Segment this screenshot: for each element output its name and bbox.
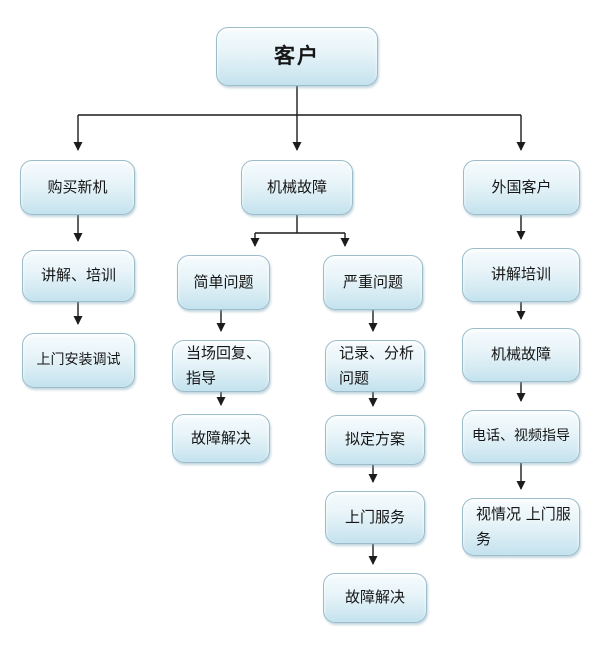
node-situational-onsite-service: 视情况 上门服务 [462, 498, 580, 556]
node-onsite-install-debug: 上门安装调试 [22, 333, 135, 388]
node-draft-plan: 拟定方案 [325, 415, 425, 465]
node-fault-solved-simple: 故障解决 [172, 414, 270, 463]
node-onsite-service: 上门服务 [325, 491, 425, 544]
node-phone-video-guide: 电话、视频指导 [462, 410, 580, 463]
node-fault-solved-serious: 故障解决 [323, 573, 427, 623]
node-mechanical-failure-right: 机械故障 [462, 328, 580, 382]
node-record-analyze-problem: 记录、分析问题 [325, 340, 425, 392]
node-mechanical-failure: 机械故障 [241, 160, 353, 215]
node-serious-problem: 严重问题 [323, 255, 423, 310]
node-explain-training-left: 讲解、培训 [22, 250, 135, 302]
node-customer: 客户 [216, 27, 378, 86]
node-buy-new-machine: 购买新机 [20, 160, 135, 215]
node-onsite-reply-guide: 当场回复、指导 [172, 340, 270, 392]
node-simple-problem: 简单问题 [177, 255, 270, 310]
node-foreign-customer: 外国客户 [463, 160, 580, 215]
node-explain-training-right: 讲解培训 [462, 248, 580, 302]
